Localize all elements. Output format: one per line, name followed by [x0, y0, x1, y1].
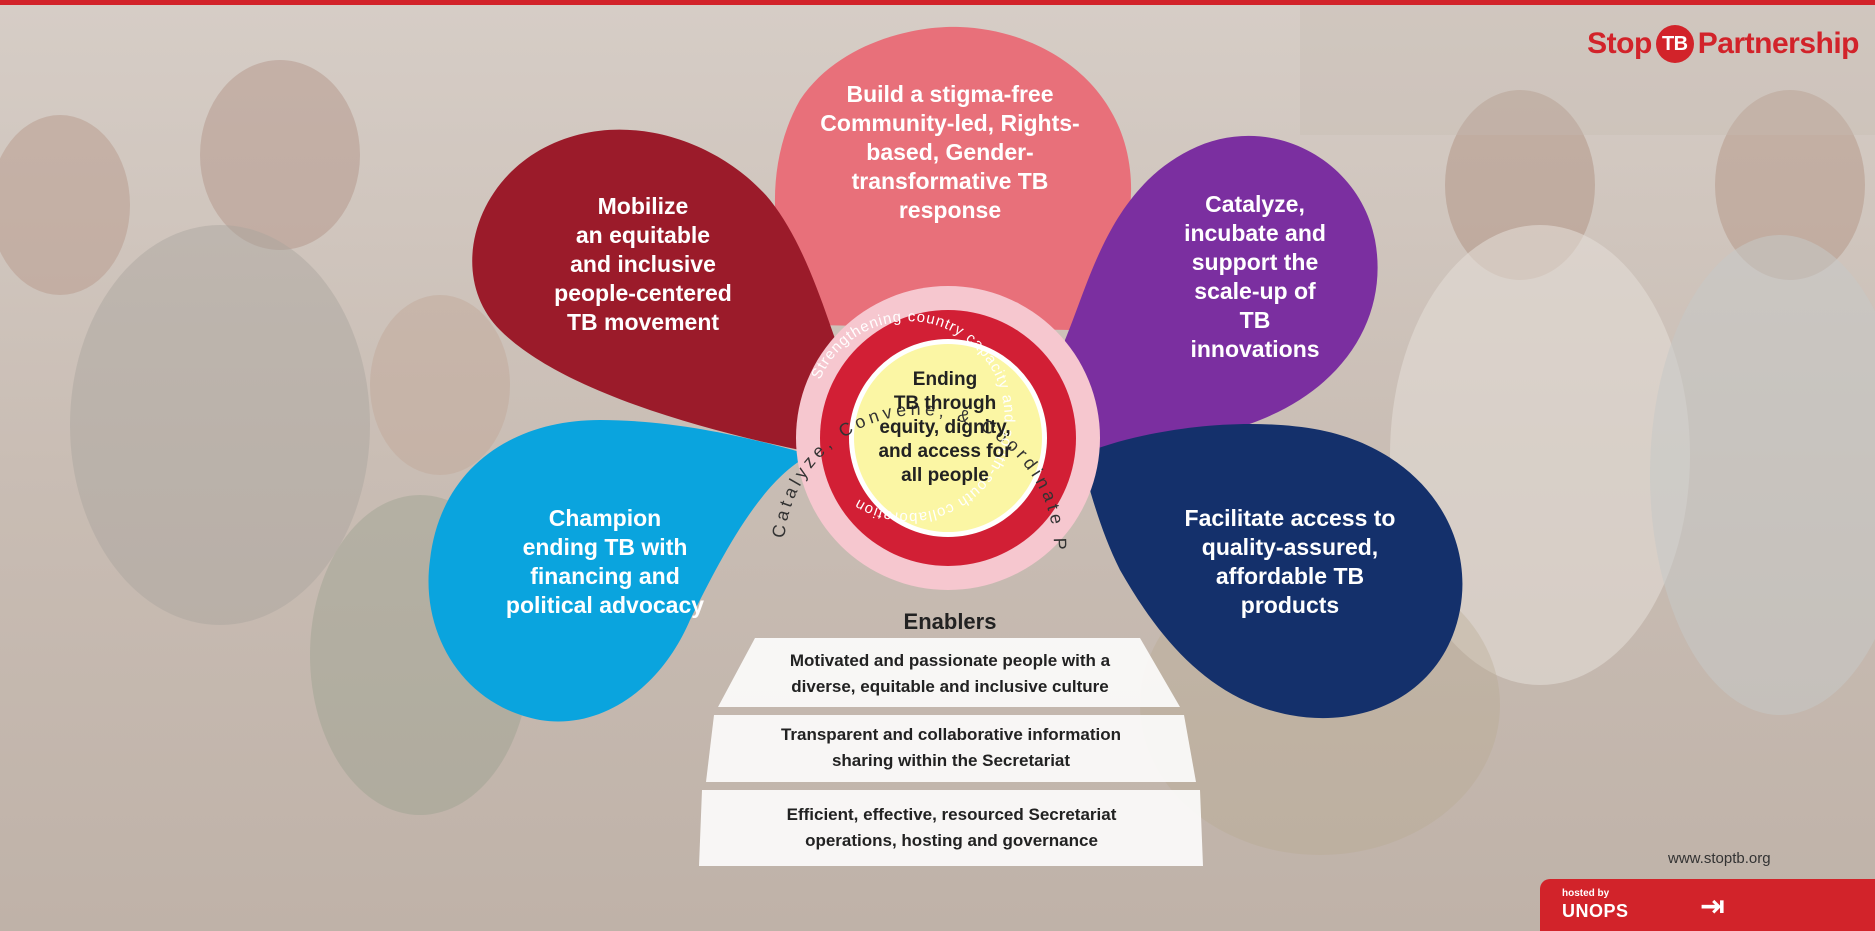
enablers-title: Enablers [903, 609, 997, 634]
petal-build-text: Build a stigma-free Community-led, Right… [820, 81, 1080, 223]
center-mission-text: Ending TB through equity, dignity, and a… [878, 369, 1012, 486]
enabler-band-3 [699, 790, 1203, 866]
petal-build [774, 26, 1132, 330]
petal-champion-text: Champion ending TB with financing and po… [505, 505, 705, 618]
enabler-item-1: Motivated and passionate people with a d… [789, 651, 1111, 696]
hosted-by-label: hosted by [1562, 888, 1610, 899]
unops-logo-text: UNOPS [1562, 901, 1629, 921]
petal-mobilize-text: Mobilize an equitable and inclusive peop… [554, 193, 732, 335]
petal-champion [428, 420, 810, 722]
unops-badge: hosted by UNOPS ⇥ [1540, 879, 1875, 931]
petal-facilitate [1080, 424, 1463, 719]
petal-facilitate-text: Facilitate access to quality-assured, af… [1184, 505, 1396, 618]
website-url: www.stoptb.org [1668, 850, 1771, 867]
enabler-band-2 [706, 715, 1196, 782]
logo-tb-badge: TB [1655, 25, 1694, 63]
petal-catalyze-text: Catalyze, incubate and support the scale… [1184, 191, 1326, 362]
petal-mobilize [472, 129, 850, 452]
petal-catalyze [1060, 135, 1378, 452]
stop-tb-partnership-logo: Stop TB Partnership [1587, 22, 1860, 66]
enabler-item-3: Efficient, effective, resourced Secretar… [786, 805, 1117, 850]
arrow-right-to-bar-icon: ⇥ [1700, 890, 1726, 923]
enabler-item-2: Transparent and collaborative informatio… [780, 725, 1122, 770]
logo-partnership: Partnership [1697, 27, 1860, 60]
center-yellow-core [854, 344, 1042, 532]
enabler-band-1 [718, 638, 1180, 707]
logo-stop: Stop [1587, 27, 1652, 60]
top-accent-bar [0, 0, 1875, 5]
